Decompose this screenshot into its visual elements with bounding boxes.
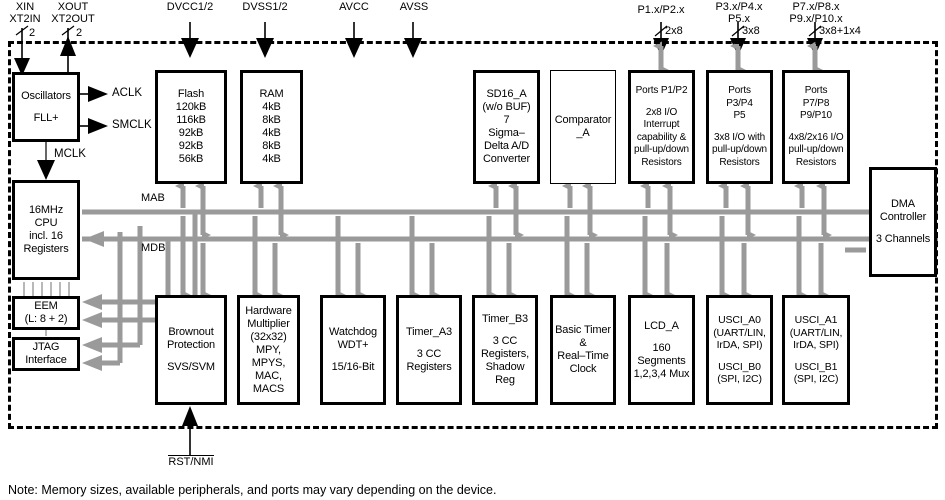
pin-label-p7p10: P7.x/P8.x P9.x/P10.x xyxy=(789,1,843,25)
module-usci-1[interactable]: USCI_A1 (UART/LIN, IrDA, SPI) USCI_B1 (S… xyxy=(782,295,850,405)
module-ram[interactable]: RAM 4kB 8kB 4kB 8kB 4kB xyxy=(240,70,303,184)
pin-width-xout: 2 xyxy=(75,27,83,39)
pin-width-p1p2: 2x8 xyxy=(665,25,683,37)
module-comparator-a[interactable]: Comparator _A xyxy=(550,70,616,184)
module-timer-b3[interactable]: Timer_B3 3 CC Registers, Shadow Reg xyxy=(472,295,538,405)
pin-width-xin: 2 xyxy=(28,27,36,39)
module-hardware-multiplier[interactable]: Hardware Multiplier (32x32) MPY, MPYS, M… xyxy=(237,295,300,405)
module-oscillators[interactable]: Oscillators FLL+ xyxy=(12,72,80,142)
module-ports-p1-p2[interactable]: Ports P1/P2 2x8 I/O Interrupt capability… xyxy=(628,70,695,184)
module-ports-p7-p10[interactable]: Ports P7/P8 P9/P10 4x8/2x16 I/O pull-up/… xyxy=(782,70,850,184)
aclk-label: ACLK xyxy=(112,87,143,99)
pin-label-p3p5: P3.x/P4.x P5.x xyxy=(715,1,763,25)
pin-width-p7p10: 3x8+1x4 xyxy=(819,25,861,37)
mab-label: MAB xyxy=(141,192,165,204)
mdb-label: MDB xyxy=(141,242,166,254)
module-basic-timer-rtc[interactable]: Basic Timer & Real–Time Clock xyxy=(550,295,616,405)
module-watchdog[interactable]: Watchdog WDT+ 15/16-Bit xyxy=(320,295,386,405)
module-jtag[interactable]: JTAG Interface xyxy=(12,337,80,371)
pin-width-p3p5: 3x8 xyxy=(742,25,760,37)
module-sd16a[interactable]: SD16_A (w/o BUF) 7 Sigma– Delta A/D Conv… xyxy=(473,70,540,184)
footnote: Note: Memory sizes, available peripheral… xyxy=(8,483,497,497)
module-brownout-protection[interactable]: Brownout Protection SVS/SVM xyxy=(155,295,227,405)
module-timer-a3[interactable]: Timer_A3 3 CC Registers xyxy=(396,295,462,405)
mclk-label: MCLK xyxy=(54,148,86,160)
pin-label-avss: AVSS xyxy=(399,1,429,13)
pin-label-xin: XIN XT2IN xyxy=(9,1,41,25)
module-ports-p3-p5[interactable]: Ports P3/P4 P5 3x8 I/O with pull-up/down… xyxy=(706,70,773,184)
pin-label-xout: XOUT XT2OUT xyxy=(51,1,95,25)
rst-nmi-label: RST/NMI xyxy=(168,455,214,468)
module-eem[interactable]: EEM (L: 8 + 2) xyxy=(12,296,80,330)
pin-label-avcc: AVCC xyxy=(339,1,369,13)
pin-label-dvcc: DVCC1/2 xyxy=(166,1,214,13)
module-flash[interactable]: Flash 120kB 116kB 92kB 92kB 56kB xyxy=(155,70,227,184)
pin-label-p1p2: P1.x/P2.x xyxy=(637,4,685,16)
pin-label-dvss: DVSS1/2 xyxy=(242,1,288,13)
module-cpu[interactable]: 16MHz CPU incl. 16 Registers xyxy=(12,180,80,280)
module-usci-0[interactable]: USCI_A0 (UART/LIN, IrDA, SPI) USCI_B0 (S… xyxy=(706,295,773,405)
module-dma-controller[interactable]: DMA Controller 3 Channels xyxy=(869,167,937,277)
module-lcd-a[interactable]: LCD_A 160 Segments 1,2,3,4 Mux xyxy=(628,295,695,405)
smclk-label: SMCLK xyxy=(112,119,152,131)
